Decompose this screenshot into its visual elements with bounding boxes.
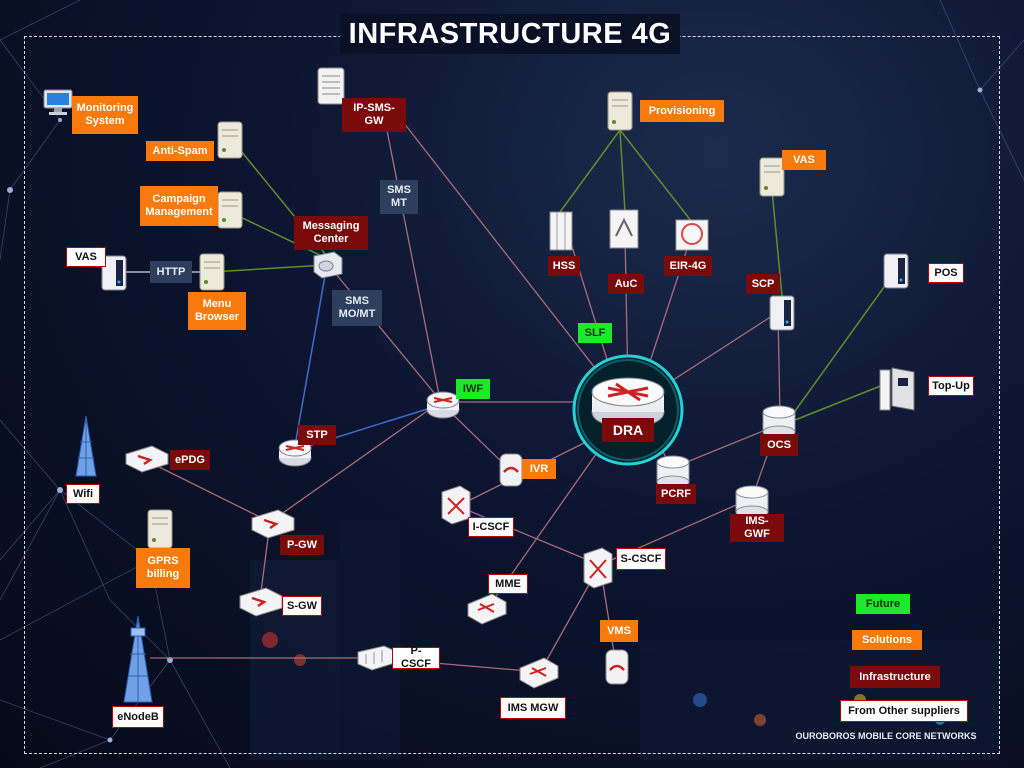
s-cscf-label[interactable]: S-CSCF (616, 548, 666, 570)
link-ipsmsgw-iwf (382, 109, 441, 401)
hss-label[interactable]: HSS (548, 256, 580, 276)
eir-4g-label[interactable]: EIR-4G (664, 256, 712, 276)
server-icon (199, 253, 225, 291)
vms-server-icon (605, 649, 629, 685)
messaging-switch-icon (313, 251, 343, 279)
link-prov-eir (619, 129, 693, 223)
link-vas-scp (771, 189, 783, 297)
wifi-label[interactable]: Wifi (66, 484, 100, 504)
sms-mo-mt-protocol-label: SMS MO/MT (332, 290, 382, 326)
enodeb-antenna-icon (123, 615, 153, 703)
wifi-antenna-icon (75, 415, 97, 477)
enodeb-label[interactable]: eNodeB (112, 706, 164, 728)
auc-database-icon (609, 209, 639, 249)
hss-database-icon (549, 211, 573, 251)
link-ocs-pcrf (671, 424, 779, 469)
scscf-switch-icon (583, 547, 613, 589)
menu-browser-label[interactable]: Menu Browser (188, 292, 246, 330)
link-epdg-pgw (144, 459, 271, 523)
gprs-billing-label[interactable]: GPRS billing (136, 548, 190, 588)
messaging-center-label[interactable]: Messaging Center (294, 216, 368, 250)
link-msgcenter-stp (295, 269, 327, 441)
dra-router-icon (572, 354, 684, 466)
link-pos-ocs (789, 275, 893, 419)
router-icon (426, 391, 460, 419)
server-icon (607, 91, 633, 131)
link-ipsmsgw-dra (399, 117, 621, 401)
pos-label[interactable]: POS (928, 263, 964, 283)
s-gw-label[interactable]: S-GW (282, 596, 322, 616)
mme-label[interactable]: MME (488, 574, 528, 594)
epdg-label[interactable]: ePDG (170, 450, 210, 470)
vas-left-label[interactable]: VAS (66, 247, 106, 267)
ims-gwf-label[interactable]: IMS-GWF (730, 514, 784, 542)
provisioning-label[interactable]: Provisioning (640, 100, 724, 122)
vas-right-label[interactable]: VAS (782, 150, 826, 170)
slf-label[interactable]: SLF (578, 323, 612, 343)
pcscf-proxy-icon (357, 645, 399, 671)
link-topup-ocs (794, 384, 884, 421)
server-icon (147, 509, 173, 549)
scp-label[interactable]: SCP (746, 274, 780, 294)
top-up-terminal-icon (879, 367, 915, 411)
eir-database-icon (675, 219, 709, 251)
server-icon (217, 191, 243, 229)
monitor-icon (43, 89, 73, 115)
campaign-management-label[interactable]: Campaign Management (140, 186, 218, 226)
i-cscf-label[interactable]: I-CSCF (468, 517, 514, 537)
sgw-gateway-icon (239, 587, 283, 617)
link-prov-auc (619, 129, 626, 213)
sms-mt-protocol-label: SMS MT (380, 180, 418, 214)
kiosk-icon (769, 295, 795, 331)
p-cscf-label[interactable]: P-CSCF (392, 645, 440, 670)
epdg-gateway-icon (125, 445, 169, 473)
p-gw-label[interactable]: P-GW (280, 535, 324, 555)
dra-label[interactable]: DRA (602, 418, 654, 442)
pgw-gateway-icon (251, 509, 295, 539)
legend-solutions: Solutions (852, 630, 922, 650)
vms-label[interactable]: VMS (600, 620, 638, 642)
server-icon (217, 121, 243, 159)
anti-spam-label[interactable]: Anti-Spam (146, 141, 214, 161)
link-menubrowser-msgcenter (211, 264, 327, 273)
monitoring-system-label[interactable]: Monitoring System (72, 96, 138, 134)
http-protocol-label: HTTP (150, 261, 192, 283)
legend-other-suppliers: From Other suppliers (840, 700, 968, 722)
page-title: INFRASTRUCTURE 4G (340, 14, 680, 54)
auc-label[interactable]: AuC (608, 274, 644, 294)
link-msgcenter-iwf (325, 261, 441, 401)
iwf-label[interactable]: IWF (456, 379, 490, 399)
gateway-server-icon (317, 67, 345, 105)
footer-credit: OUROBOROS MOBILE CORE NETWORKS (795, 731, 977, 741)
mme-switch-icon (467, 593, 507, 625)
pcrf-label[interactable]: PCRF (656, 484, 696, 504)
link-iwf-pgw (269, 401, 441, 523)
ip-sms-gw-label[interactable]: IP-SMS-GW (342, 98, 406, 132)
ivr-label[interactable]: IVR (522, 459, 556, 479)
link-prov-hss (559, 129, 621, 213)
stp-label[interactable]: STP (298, 425, 336, 445)
link-icscf-scscf (454, 504, 601, 566)
top-up-label[interactable]: Top-Up (928, 376, 974, 396)
legend-infrastructure: Infrastructure (850, 666, 940, 688)
ims-mgw-label[interactable]: IMS MGW (500, 697, 566, 719)
ocs-label[interactable]: OCS (760, 434, 798, 456)
legend-future: Future (856, 594, 910, 614)
kiosk-icon (883, 253, 909, 289)
server-icon (759, 157, 785, 197)
kiosk-icon (101, 255, 127, 291)
link-campaign-msgcenter (231, 212, 327, 259)
ims-mgw-switch-icon (519, 657, 559, 689)
